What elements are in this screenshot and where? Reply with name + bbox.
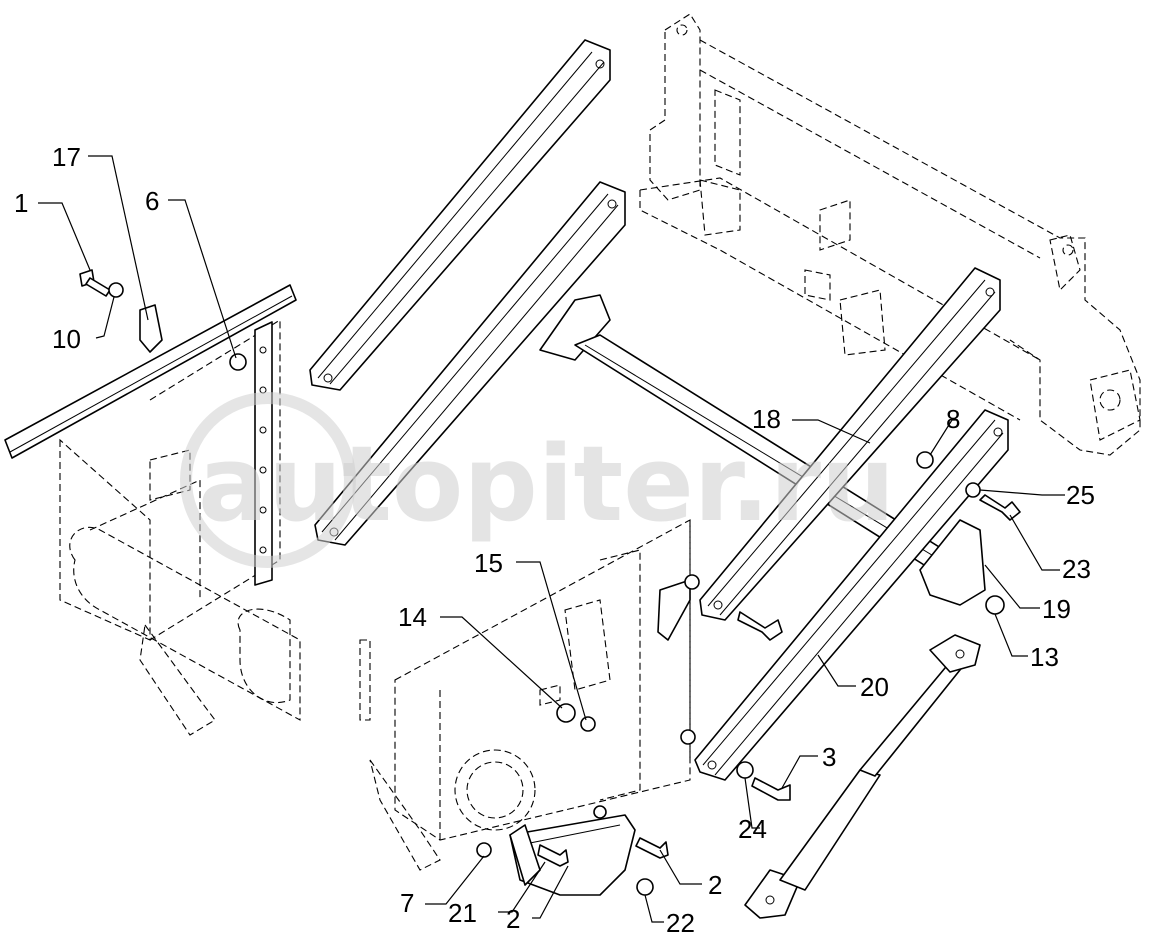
callout-2-right: 2 (708, 870, 722, 900)
callout-8: 8 (946, 404, 960, 434)
callout-22: 22 (666, 908, 695, 938)
rail-upper-1 (309, 39, 611, 391)
callout-1: 1 (14, 188, 28, 218)
callout-18: 18 (752, 404, 781, 434)
rail-upper-2 (314, 181, 626, 546)
callout-21: 21 (448, 898, 477, 928)
rail-20 (694, 409, 1009, 781)
callouts: 1 17 6 10 15 14 18 8 25 23 19 13 20 3 24… (14, 142, 1095, 938)
callout-17: 17 (52, 142, 81, 172)
rail-right-front (699, 267, 1001, 621)
callout-6: 6 (145, 186, 159, 216)
mounting-bar-left (4, 284, 297, 586)
fasteners (79, 269, 1021, 896)
callout-13: 13 (1030, 642, 1059, 672)
callout-23: 23 (1062, 554, 1091, 584)
callout-24: 24 (738, 814, 767, 844)
callout-15: 15 (474, 548, 503, 578)
gas-strut (744, 634, 981, 919)
callout-14: 14 (398, 602, 427, 632)
main-chassis-dashed (59, 319, 691, 871)
callout-10: 10 (52, 324, 81, 354)
callout-19: 19 (1042, 594, 1071, 624)
callout-25: 25 (1066, 480, 1095, 510)
callout-3: 3 (822, 742, 836, 772)
watermark: autopiter.ru (180, 392, 895, 568)
callout-2-bottom: 2 (506, 904, 520, 934)
watermark-text: autopiter.ru (198, 423, 895, 545)
bracket-21 (509, 814, 636, 896)
side-plate-right (657, 579, 691, 641)
callout-20: 20 (860, 672, 889, 702)
rear-frame-dashed (639, 13, 1141, 456)
bracket-17 (139, 304, 163, 353)
leader-lines (38, 155, 1065, 923)
callout-7: 7 (400, 888, 414, 918)
